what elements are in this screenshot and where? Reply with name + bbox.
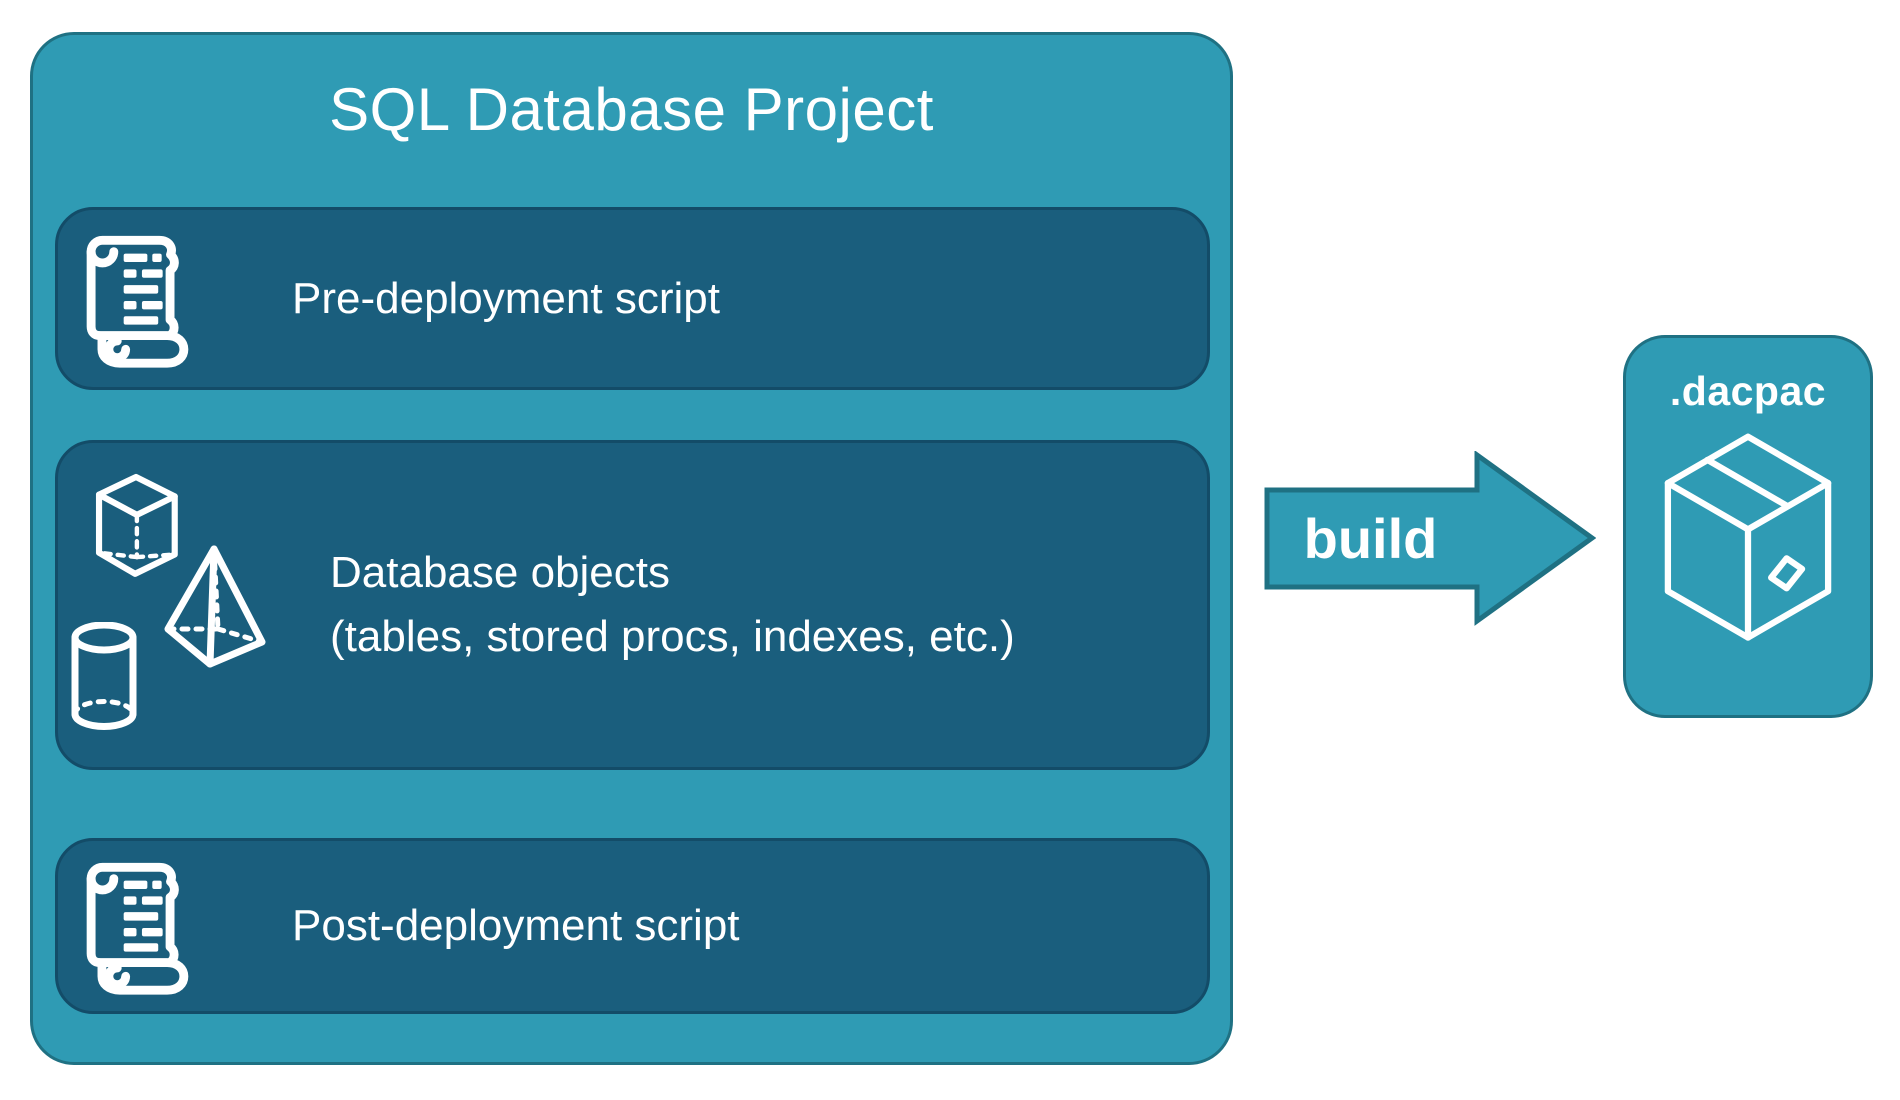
scroll-icon: [80, 224, 194, 374]
database-objects-label-line2: (tables, stored procs, indexes, etc.): [330, 612, 1015, 661]
project-title: SQL Database Project: [329, 76, 934, 143]
dacpac-box: .dacpac: [1623, 335, 1873, 718]
database-objects-icons: [68, 470, 282, 762]
scroll-icon: [80, 851, 194, 1001]
sql-database-project-box: SQL Database Project: [30, 32, 1233, 1065]
database-objects-label: Database objects (tables, stored procs, …: [330, 541, 1015, 669]
build-arrow-label: build: [1303, 507, 1438, 570]
package-icon: [1650, 429, 1846, 651]
database-objects-box: Database objects (tables, stored procs, …: [55, 440, 1210, 770]
pyramid-icon: [163, 543, 267, 670]
database-objects-label-line1: Database objects: [330, 548, 670, 597]
build-arrow: [1264, 451, 1596, 626]
cube-icon: [92, 470, 180, 587]
dacpac-label: .dacpac: [1669, 368, 1827, 414]
pre-deployment-label: Pre-deployment script: [292, 273, 720, 323]
pre-deployment-box: Pre-deployment script: [55, 207, 1210, 390]
post-deployment-box: Post-deployment script: [55, 838, 1210, 1014]
post-deployment-label: Post-deployment script: [292, 901, 740, 950]
cylinder-icon: [68, 622, 140, 732]
